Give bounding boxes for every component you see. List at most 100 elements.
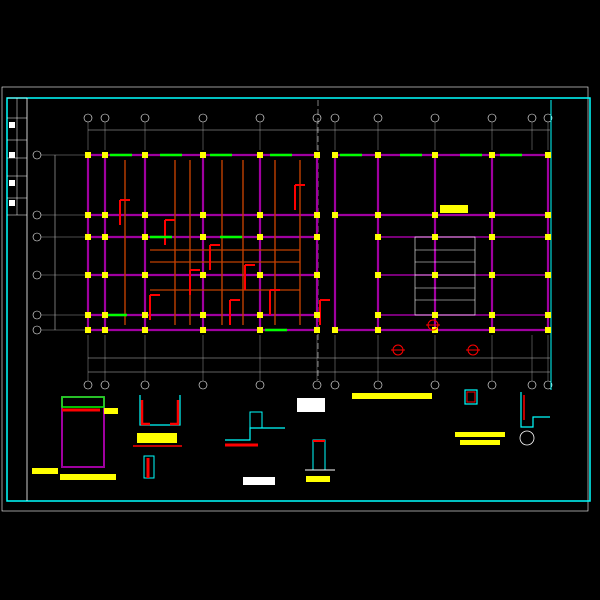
title-block-text-mark — [9, 200, 15, 206]
column — [102, 312, 108, 318]
floor-plan — [32, 100, 553, 412]
column — [102, 272, 108, 278]
axis-bubble-left — [32, 210, 42, 220]
column — [142, 212, 148, 218]
axis-bubble-top — [100, 113, 110, 123]
column — [432, 312, 438, 318]
title-block-text-mark — [9, 122, 15, 128]
column — [375, 152, 381, 158]
axis-bubble-top — [140, 113, 150, 123]
drawing-frame — [1, 86, 591, 512]
axis-bubble-top — [83, 113, 93, 123]
detail-title — [306, 476, 330, 482]
detail-title — [137, 433, 177, 443]
column — [257, 234, 263, 240]
outer-border — [1, 86, 589, 512]
column — [545, 234, 551, 240]
detail-label — [32, 468, 58, 474]
axis-bubble-left — [32, 325, 42, 335]
axis-bubble-left — [32, 150, 42, 160]
column — [257, 152, 263, 158]
column — [545, 272, 551, 278]
column — [375, 234, 381, 240]
column — [489, 152, 495, 158]
plan-title — [297, 398, 325, 412]
column — [200, 327, 206, 333]
column — [489, 327, 495, 333]
axis-bubble-bottom — [140, 380, 150, 390]
detail-hook — [520, 392, 550, 428]
column — [257, 327, 263, 333]
column — [545, 312, 551, 318]
column — [332, 152, 338, 158]
column — [102, 212, 108, 218]
axis-bubble-top — [430, 113, 440, 123]
column — [102, 234, 108, 240]
column — [314, 152, 320, 158]
column — [142, 312, 148, 318]
axis-bubble-top — [487, 113, 497, 123]
column — [200, 212, 206, 218]
column — [85, 152, 91, 158]
column — [314, 312, 320, 318]
stair-opening — [414, 236, 476, 316]
axis-bubble-bottom — [487, 380, 497, 390]
detail-note — [460, 440, 500, 445]
column — [85, 234, 91, 240]
detail-index-marker — [519, 430, 535, 446]
column — [200, 312, 206, 318]
column — [545, 327, 551, 333]
column — [432, 272, 438, 278]
axis-bubble-top — [255, 113, 265, 123]
column — [200, 152, 206, 158]
column — [375, 312, 381, 318]
column — [85, 212, 91, 218]
column — [142, 327, 148, 333]
general-note — [352, 393, 432, 399]
detail-slab — [61, 396, 105, 408]
axis-bubble-bottom — [330, 380, 340, 390]
detail-note — [455, 432, 505, 437]
column — [314, 272, 320, 278]
column — [489, 312, 495, 318]
detail-rebar — [140, 400, 150, 426]
detail-wall-section — [312, 439, 326, 471]
column — [257, 212, 263, 218]
column — [332, 212, 338, 218]
axis-bubble-bottom — [527, 380, 537, 390]
column — [432, 152, 438, 158]
axis-bubble-top — [330, 113, 340, 123]
detail-drawings — [32, 389, 550, 485]
detail-rebar — [170, 400, 180, 426]
column — [432, 234, 438, 240]
column — [314, 327, 320, 333]
column — [85, 327, 91, 333]
column — [142, 272, 148, 278]
axis-bubble-bottom — [430, 380, 440, 390]
axis-bubble-bottom — [312, 380, 322, 390]
axis-bubble-bottom — [198, 380, 208, 390]
column — [432, 212, 438, 218]
detail-title — [243, 477, 275, 485]
inner-frame — [6, 97, 591, 502]
column — [375, 212, 381, 218]
column — [375, 327, 381, 333]
axis-bubble-top — [373, 113, 383, 123]
column — [85, 312, 91, 318]
column — [142, 234, 148, 240]
column — [489, 234, 495, 240]
detail-step — [225, 427, 285, 441]
axis-bubble-bottom — [255, 380, 265, 390]
column — [200, 234, 206, 240]
stair-annotation — [440, 205, 468, 213]
column — [257, 312, 263, 318]
axis-bubble-top — [198, 113, 208, 123]
detail-wall — [249, 411, 263, 429]
axis-bubble-bottom — [373, 380, 383, 390]
column — [200, 272, 206, 278]
detail-stirrup — [466, 391, 476, 403]
column — [314, 212, 320, 218]
column — [102, 327, 108, 333]
column — [332, 327, 338, 333]
